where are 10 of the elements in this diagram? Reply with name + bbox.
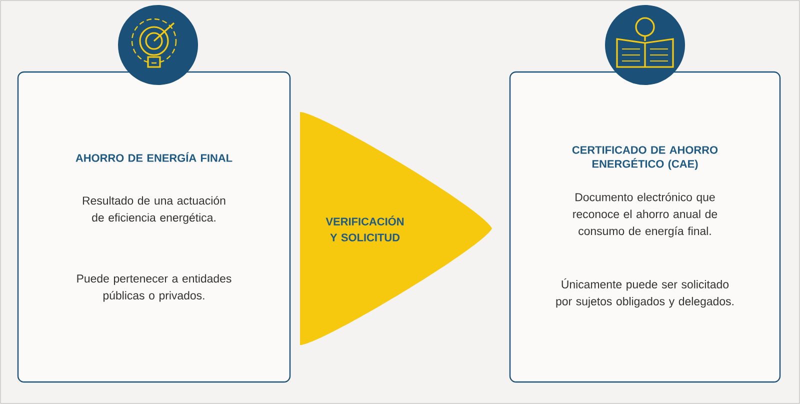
card-heading: AHORRO DE ENERGÍA FINAL (76, 152, 232, 162)
card-text: Resultado de una actuación de eficiencia energética. (82, 196, 226, 224)
arrow-triangle (300, 112, 492, 345)
info-card (17, 71, 291, 383)
info-card (509, 71, 781, 383)
arrow-label: VERIFICACIÓN Y SOLICITUD (326, 216, 404, 242)
card-text: Documento electrónico que reconoce el ahorro anual de consumo de energía final. (573, 192, 718, 238)
card-text: Puede pertenecer a entidades públicas o privados. (77, 274, 232, 302)
card-heading: CERTIFICADO DE AHORRO ENERGÉTICO (CAE) (572, 146, 718, 170)
card-text: Únicamente puede ser solicitado por sujetos obligados y delegados. (556, 278, 734, 308)
